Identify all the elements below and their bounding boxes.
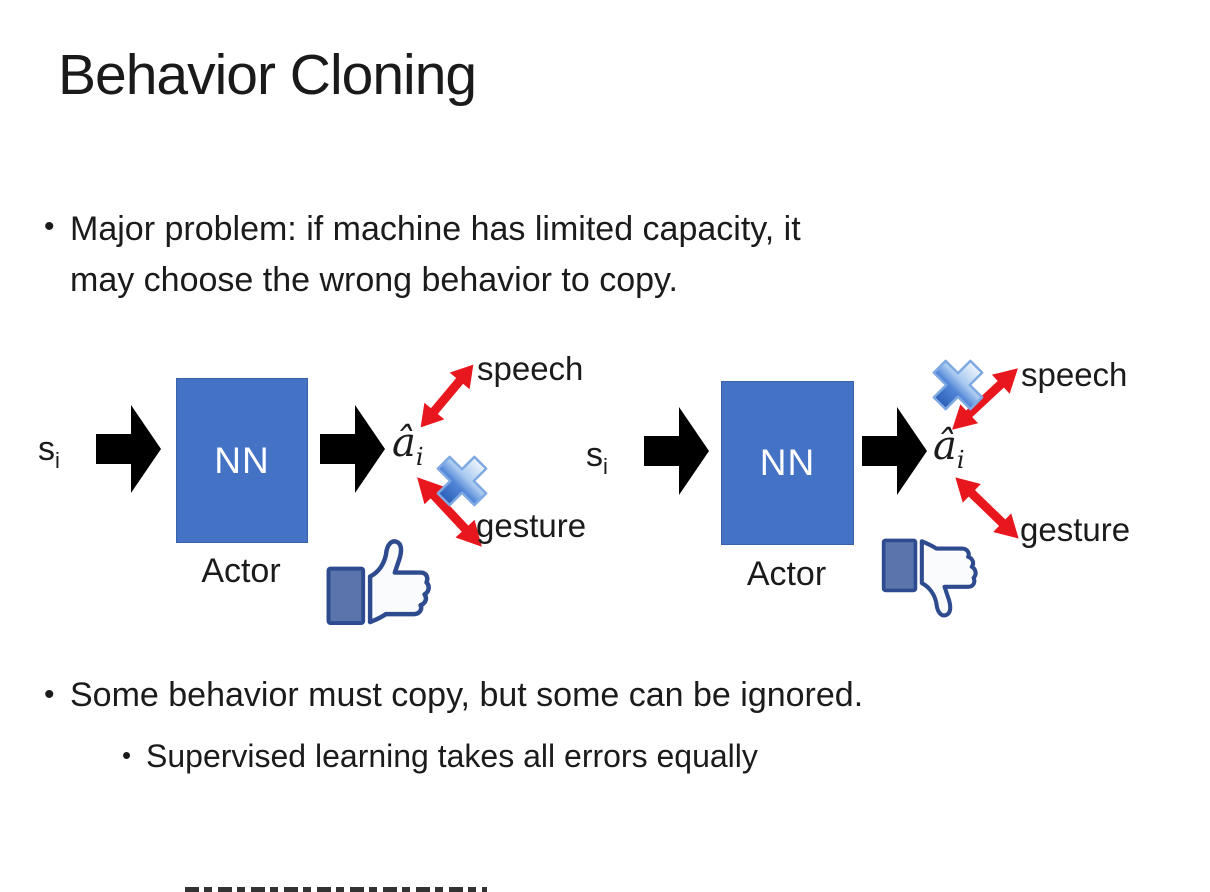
gesture-label: gesture	[476, 507, 587, 544]
bullet-some-behavior-text: Some behavior must copy, but some can be…	[70, 676, 864, 714]
bullet-dot: •	[44, 210, 55, 243]
bullet-line-1: Major problem: if machine has limited ca…	[70, 210, 801, 248]
bullet-line-2: may choose the wrong behavior to copy.	[70, 261, 678, 299]
thumbs-down-icon	[881, 538, 978, 618]
cross-icon	[932, 359, 984, 411]
output-arrow-icon	[862, 407, 927, 495]
bullet-major-problem: • Major problem: if machine has limited …	[44, 204, 1144, 306]
bullet-dot: •	[44, 678, 55, 711]
bullet-supervised-text: Supervised learning takes all errors equ…	[146, 738, 758, 774]
speech-label: speech	[477, 350, 584, 387]
bullet-some-behavior: • Some behavior must copy, but some can …	[44, 672, 1184, 718]
clipped-text-artifact	[185, 887, 487, 892]
speech-arrow-icon	[952, 368, 1018, 430]
cross-icon	[436, 455, 488, 507]
actor-label: Actor	[201, 552, 281, 590]
bullet-dot: •	[122, 740, 132, 770]
output-action-label: âi	[933, 423, 965, 474]
speech-arrow-icon	[420, 364, 474, 428]
nn-box: NN	[176, 378, 308, 543]
output-arrow-icon	[320, 405, 385, 493]
gesture-arrow-icon	[417, 477, 482, 547]
speech-label: speech	[1021, 356, 1128, 393]
nn-label: NN	[214, 439, 270, 481]
page-title: Behavior Cloning	[58, 43, 477, 107]
output-action-label: âi	[392, 420, 424, 471]
input-state-label: si	[38, 430, 60, 473]
actor-label: Actor	[746, 555, 827, 593]
gesture-label: gesture	[1020, 511, 1131, 548]
bullet-major-problem-text: Major problem: if machine has limited ca…	[70, 204, 801, 306]
bullet-supervised: • Supervised learning takes all errors e…	[122, 734, 1172, 778]
input-state-label: si	[586, 436, 608, 479]
nn-label: NN	[759, 442, 816, 483]
gesture-arrow-icon	[955, 477, 1019, 539]
input-arrow-icon	[644, 407, 709, 495]
nn-box: NN	[721, 381, 854, 545]
thumbs-up-icon	[326, 539, 431, 626]
input-arrow-icon	[96, 405, 161, 493]
